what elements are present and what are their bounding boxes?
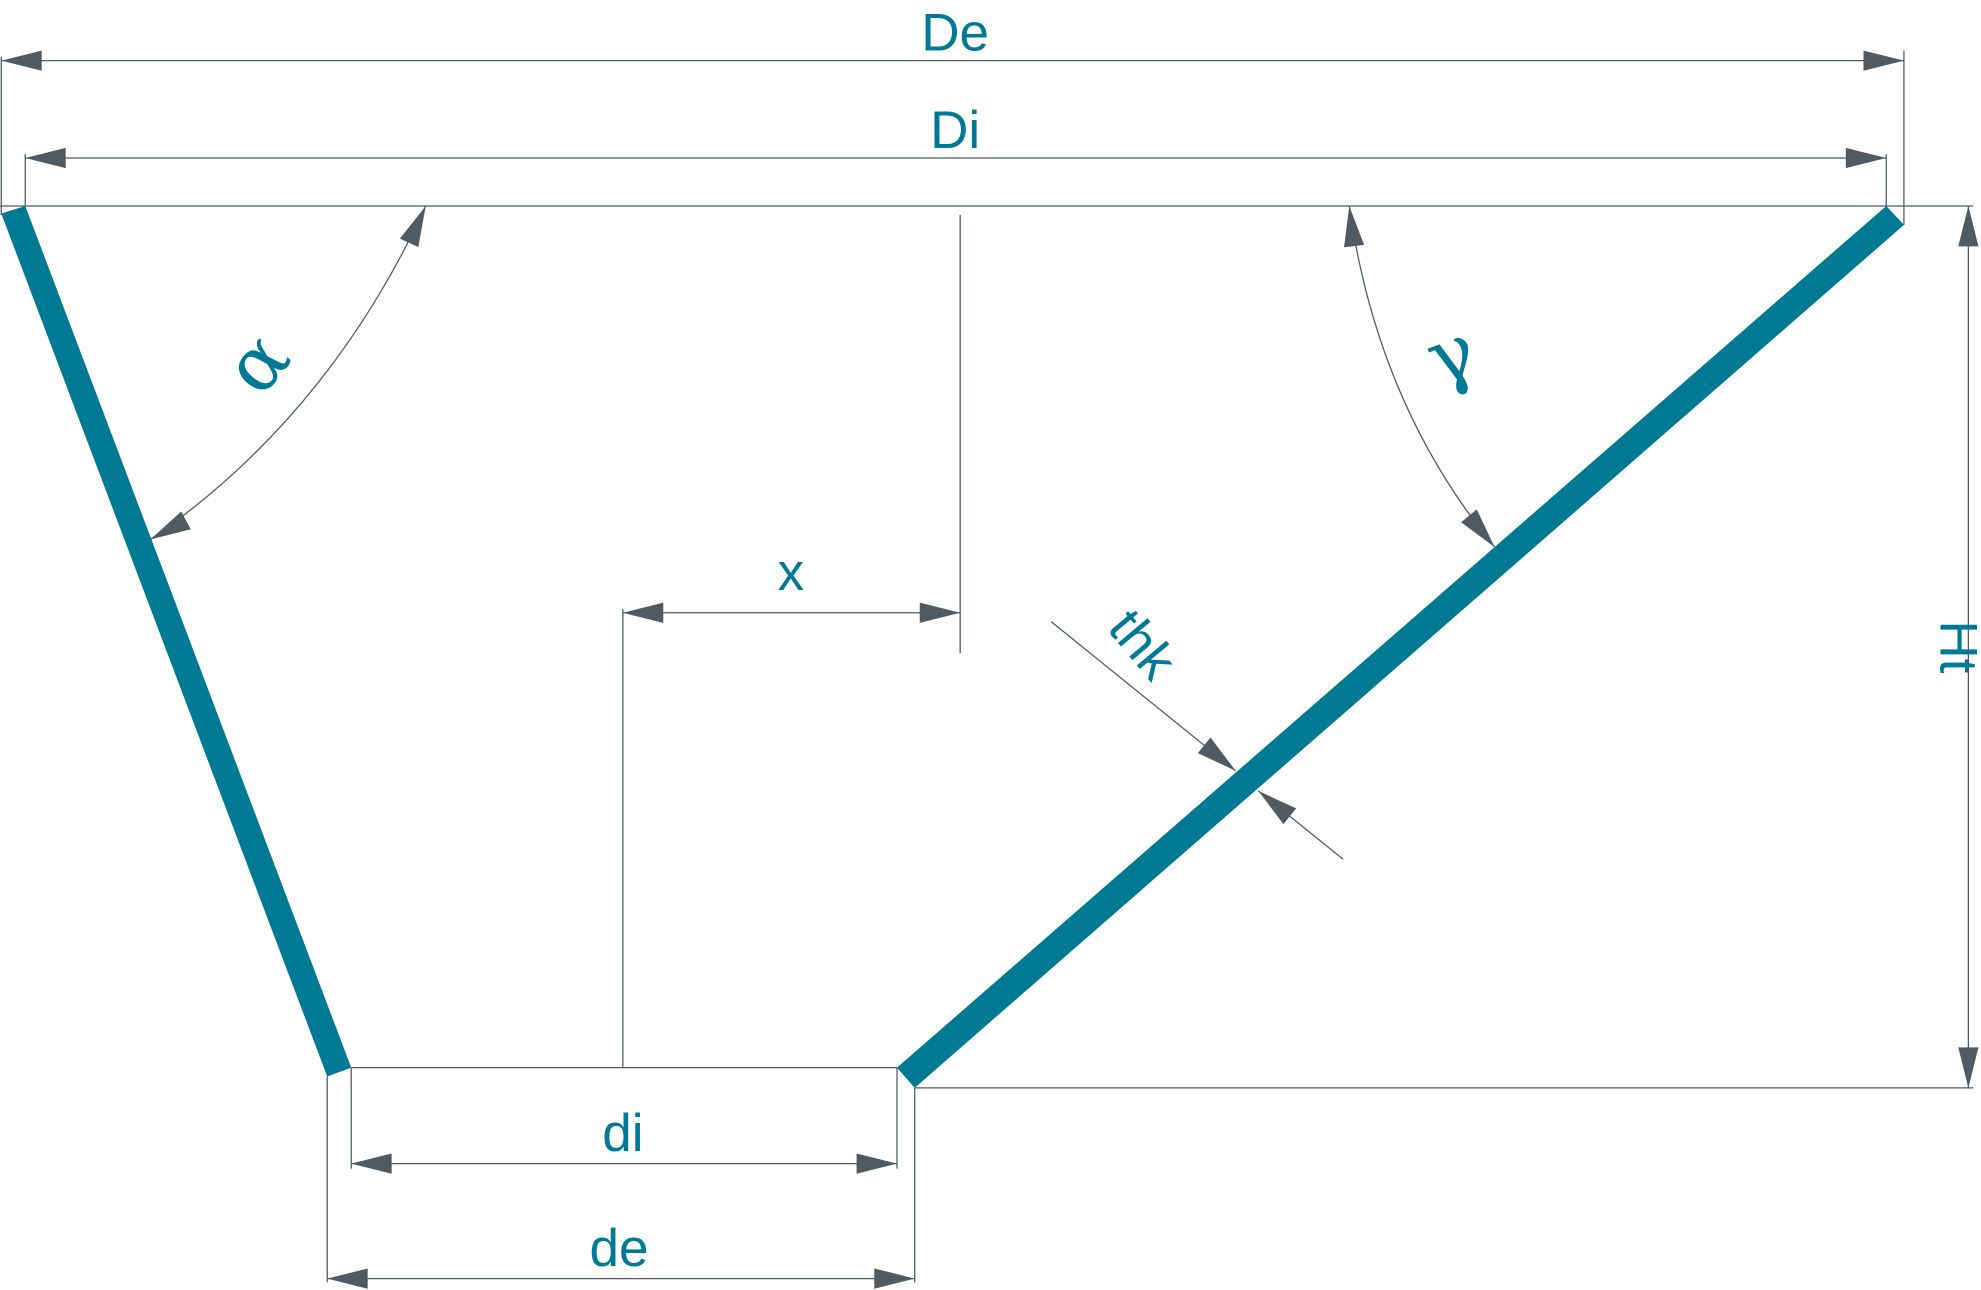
arrow-head <box>1 50 42 71</box>
arrow-head <box>1258 790 1297 825</box>
label-thk: thk <box>1097 599 1188 691</box>
label-Di: Di <box>930 101 980 160</box>
arrow-head <box>25 147 66 169</box>
arrow-head <box>919 602 961 623</box>
arrow-head <box>1197 737 1236 771</box>
label-gamma: γ <box>1415 305 1488 403</box>
arrow-head <box>1958 1047 1979 1088</box>
alpha-arc <box>149 205 427 541</box>
arrow-head <box>622 602 664 623</box>
left-wall <box>1 205 352 1077</box>
arrow-head <box>1845 147 1887 169</box>
label-di: di <box>602 1104 643 1163</box>
label-de: de <box>590 1219 649 1278</box>
arrow-head <box>351 1153 392 1174</box>
right-wall <box>897 205 1904 1088</box>
arrow-head <box>399 205 426 247</box>
arrow-head <box>1461 509 1495 548</box>
label-x: x <box>778 543 805 602</box>
arrow-head <box>327 1268 368 1289</box>
arrow-head <box>856 1153 898 1174</box>
label-De: De <box>921 4 989 63</box>
arrow-head <box>1958 205 1979 247</box>
arrow-head <box>874 1268 915 1289</box>
arrow-head <box>1863 50 1904 71</box>
label-Ht: Ht <box>1929 620 1981 673</box>
arrow-head <box>1344 205 1365 248</box>
label-alpha: α <box>207 315 307 411</box>
arrow-head <box>150 511 191 540</box>
gamma-arc <box>1348 205 1496 548</box>
